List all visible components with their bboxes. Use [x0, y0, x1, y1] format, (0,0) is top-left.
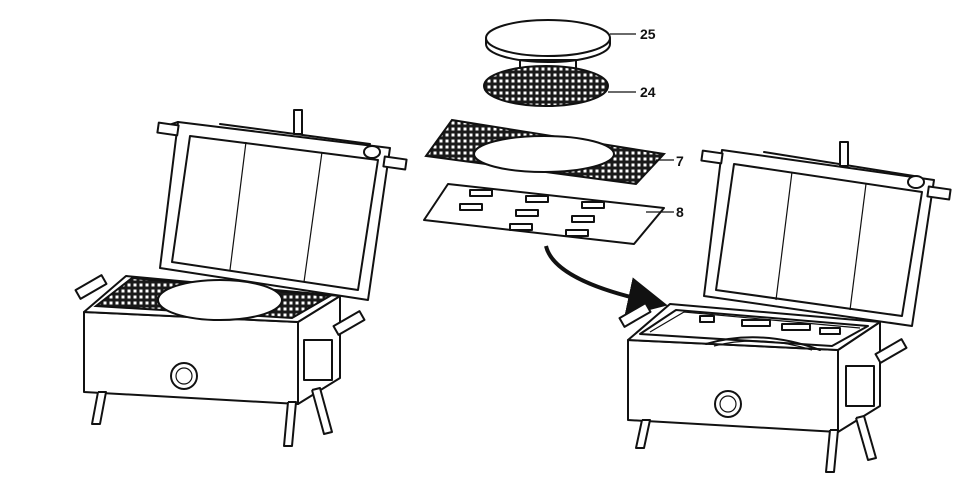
callout-8: 8 [676, 204, 684, 220]
left-grill-lid [156, 109, 408, 301]
part-heat-shield: 8 [423, 183, 684, 245]
left-grill-assembled [74, 109, 408, 447]
callout-25: 25 [640, 26, 656, 42]
part-pizza-grid: 24 [483, 59, 656, 107]
right-grill-body [618, 302, 908, 473]
callout-24: 24 [640, 84, 656, 100]
right-grill-open [618, 141, 952, 473]
exploded-parts: 25 24 7 8 [423, 19, 684, 317]
part-grill-plate: 7 [424, 118, 684, 186]
part-pizza-stone: 25 [485, 19, 656, 63]
left-pizza-stone [157, 279, 283, 321]
right-grill-lid [700, 141, 952, 327]
callout-7: 7 [676, 153, 684, 169]
install-arrow [544, 245, 668, 317]
